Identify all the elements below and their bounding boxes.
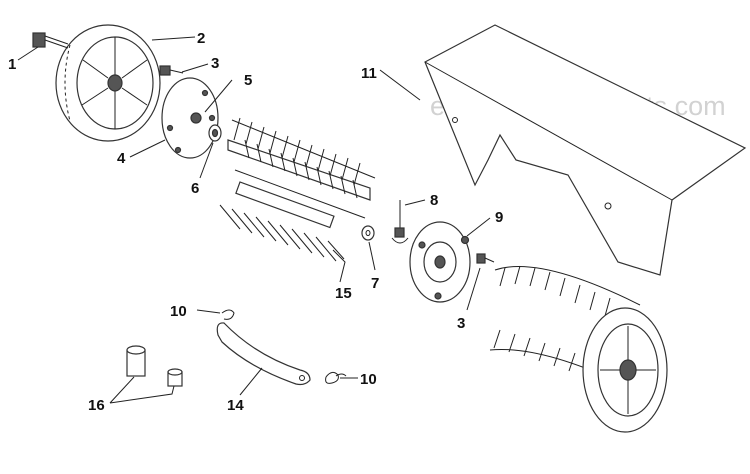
right-wheel-assembly — [489, 265, 668, 433]
callout-3-upper: 3 — [211, 55, 219, 72]
clip-upper — [221, 309, 235, 320]
leader-lines — [17, 36, 491, 404]
callout-1: 1 — [8, 56, 16, 73]
screw — [391, 200, 409, 244]
callout-5: 5 — [244, 72, 252, 89]
small-bolt-upper — [159, 65, 184, 76]
callout-14: 14 — [227, 397, 244, 414]
left-side-plate — [161, 77, 219, 159]
handle-link — [216, 322, 311, 386]
callout-3-lower: 3 — [457, 315, 465, 332]
callout-7: 7 — [371, 275, 379, 292]
callout-10-lower: 10 — [360, 371, 377, 388]
tines-set — [219, 181, 345, 262]
callout-8: 8 — [430, 192, 438, 209]
callout-4: 4 — [117, 150, 126, 167]
small-bolt-lower — [476, 253, 495, 264]
callout-15: 15 — [335, 285, 352, 302]
washer — [361, 225, 375, 241]
tine-reel — [227, 117, 376, 219]
callout-2: 2 — [197, 30, 205, 47]
left-wheel — [55, 24, 161, 142]
callout-11: 11 — [361, 65, 377, 82]
callout-9: 9 — [495, 209, 503, 226]
clip-lower — [325, 371, 347, 384]
cover-shroud — [424, 24, 747, 276]
spacer-cylinders — [126, 345, 183, 387]
callout-labels: 1 2 3 4 5 6 7 8 9 3 10 10 11 14 15 16 — [8, 30, 503, 414]
right-side-plate — [409, 221, 471, 303]
bearing — [208, 124, 222, 142]
callout-16: 16 — [88, 397, 105, 414]
callout-6: 6 — [191, 180, 199, 197]
axle-bolt — [32, 32, 69, 49]
callout-10-upper: 10 — [170, 303, 187, 320]
